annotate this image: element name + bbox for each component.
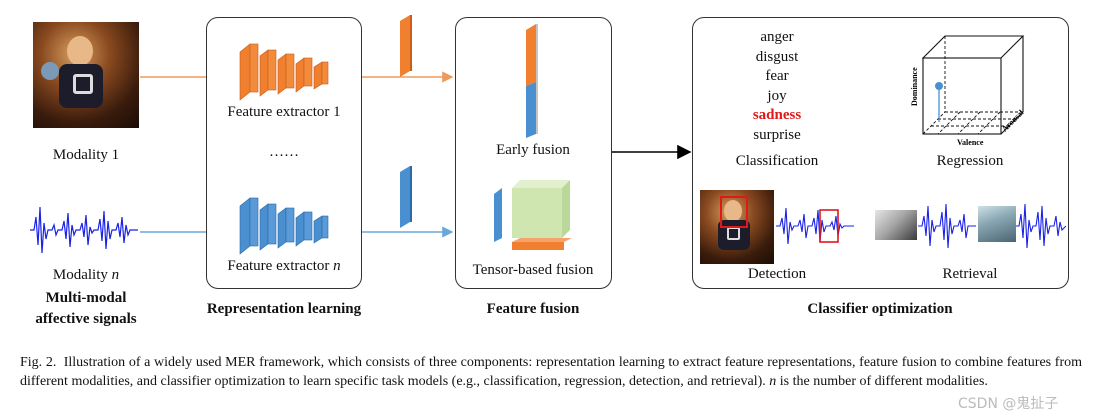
modality-1-label: Modality 1 (52, 147, 120, 163)
retrieval-waveform-1-icon (918, 203, 976, 249)
classifier-section-title: Classifier optimization (807, 301, 953, 317)
emotion-item: joy (767, 87, 787, 104)
arousal-axis-label: Arousal (1000, 107, 1026, 133)
audio-waveform-icon (30, 206, 138, 254)
detection-highlight-box (819, 209, 839, 243)
caption-text: Illustration of a widely used MER framew… (20, 355, 1083, 389)
classification-label: Classification (735, 153, 819, 169)
extractor-n-label: Feature extractor n (227, 258, 341, 274)
tensor-fusion-graphic (494, 180, 572, 250)
fusion-section-title: Feature fusion (486, 301, 580, 317)
figure-number: Fig. 2. (20, 355, 57, 370)
emotion-item: surprise (753, 126, 801, 143)
modality-n-label: Modality n (52, 267, 120, 283)
detection-waveform-icon (776, 207, 854, 245)
retrieval-label: Retrieval (942, 266, 998, 282)
input-section-title-line2: affective signals (35, 311, 137, 327)
retrieval-photo-2 (978, 206, 1016, 242)
emotion-item: disgust (755, 48, 799, 65)
orange-feature-vector (400, 15, 412, 77)
early-fusion-label: Early fusion (496, 142, 570, 158)
valence-axis-label: Valence (957, 138, 984, 147)
emotion-list: anger disgust fear joy sadness surprise (717, 28, 837, 146)
extractor-1-label: Feature extractor 1 (227, 104, 341, 120)
dominance-axis-label: Dominance (910, 67, 919, 106)
video-frame-image (33, 22, 139, 128)
extractor-n-blocks (239, 197, 329, 255)
caption-n-italic: n (769, 374, 777, 389)
regression-label: Regression (936, 153, 1004, 169)
vad-cube-diagram: Dominance Valence Arousal (910, 35, 1026, 147)
retrieval-photo-1 (875, 210, 917, 240)
regression-point (935, 82, 943, 90)
face-detection-box (720, 196, 748, 228)
retrieval-waveform-2-icon (1016, 203, 1066, 249)
watermark: CSDN @鬼扯子 (958, 396, 1059, 412)
detection-label: Detection (747, 266, 807, 282)
tensor-fusion-label: Tensor-based fusion (472, 262, 594, 278)
emotion-item: anger (760, 29, 794, 45)
extractor-1-blocks (239, 43, 329, 101)
caption-n-note: is the number of different modalities. (776, 374, 988, 389)
blue-feature-vector (400, 166, 412, 228)
representation-section-title: Representation learning (206, 301, 362, 317)
early-fusion-vector (526, 24, 538, 138)
emotion-item: fear (765, 68, 789, 85)
detection-video-frame (700, 190, 774, 264)
emotion-item-highlighted: sadness (752, 107, 802, 124)
ellipsis-dots: …… (269, 144, 299, 160)
figure-caption: Fig. 2. Illustration of a widely used ME… (20, 353, 1082, 391)
input-section-title-line1: Multi-modal (45, 290, 127, 306)
